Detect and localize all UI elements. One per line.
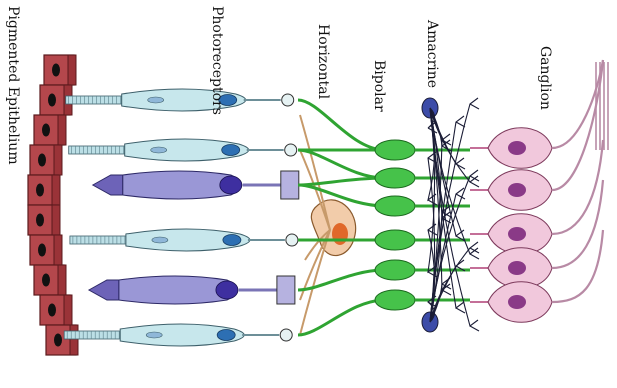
label-ganglion: Ganglion: [537, 46, 553, 110]
rod-outer-segment: [69, 146, 125, 154]
epithelium-nucleus: [54, 334, 62, 347]
ganglion-nucleus: [508, 141, 526, 155]
horizontal-nucleus: [332, 223, 348, 245]
ganglion-nucleus: [508, 261, 526, 275]
epithelium-nucleus: [48, 304, 56, 317]
rod-cell-icon: [70, 229, 298, 251]
cone-nucleus: [216, 281, 238, 299]
cone-nucleus: [220, 176, 242, 194]
cone-outer-segment: [89, 280, 119, 300]
rod-spherule: [285, 144, 297, 156]
rod-cell-icon: [64, 324, 292, 346]
epithelium-cell: [44, 55, 76, 85]
rod-outer-segment: [70, 236, 126, 244]
ganglion-nucleus: [508, 227, 526, 241]
epithelium-cell: [46, 325, 78, 355]
epithelium-nucleus: [36, 214, 44, 227]
epithelium-nucleus: [42, 124, 50, 137]
label-bipolar: Bipolar: [371, 60, 387, 112]
rod-outer-segment: [66, 96, 122, 104]
bipolar-dendrite: [298, 300, 385, 335]
rod-spherule: [280, 329, 292, 341]
ganglion-axon: [552, 230, 603, 302]
bipolar-soma: [375, 260, 415, 280]
cone-cell-icon: [93, 171, 299, 199]
rod-nucleus: [222, 145, 240, 156]
mitochondria: [148, 97, 164, 103]
cone-pedicle: [277, 276, 295, 304]
rod-spherule: [282, 94, 294, 106]
label-pigmented-epithelium: Pigmented Epithelium: [5, 6, 21, 165]
label-horizontal: Horizontal: [315, 24, 331, 99]
cone-pedicle: [281, 171, 299, 199]
label-photoreceptors: Photoreceptors: [209, 6, 225, 115]
ganglion-nucleus: [508, 295, 526, 309]
epithelium-cell: [30, 235, 62, 265]
rod-spherule: [286, 234, 298, 246]
cone-cell-icon: [89, 276, 295, 304]
amacrine-layer: [422, 98, 479, 332]
rod-cell-icon: [66, 89, 294, 111]
rod-outer-segment: [64, 331, 120, 339]
epithelium-cell: [40, 295, 72, 325]
bipolar-soma: [375, 230, 415, 250]
amacrine-cell-icon: [422, 98, 479, 332]
mitochondria: [152, 237, 168, 243]
bipolar-soma: [375, 196, 415, 216]
photoreceptor-layer: [64, 89, 299, 346]
rod-nucleus: [223, 235, 241, 246]
bipolar-soma: [375, 290, 415, 310]
epithelium-cell: [30, 145, 62, 175]
epithelium-cell: [28, 175, 60, 205]
epithelium-nucleus: [36, 184, 44, 197]
epithelium-nucleus: [48, 94, 56, 107]
mitochondria: [146, 332, 162, 338]
rod-nucleus: [217, 330, 235, 341]
mitochondria: [151, 147, 167, 153]
ganglion-axon: [552, 180, 603, 268]
horizontal-cell-icon: [300, 115, 356, 335]
bipolar-soma: [375, 140, 415, 160]
epithelium-cell: [34, 115, 66, 145]
epithelium-nucleus: [42, 274, 50, 287]
epithelium-cell: [28, 205, 60, 235]
epithelium-nucleus: [52, 64, 60, 77]
bipolar-soma: [375, 168, 415, 188]
epithelium-nucleus: [38, 154, 46, 167]
epithelium-cell: [34, 265, 66, 295]
epithelium-nucleus: [38, 244, 46, 257]
bipolar-cell-icon: [298, 290, 470, 335]
ganglion-nucleus: [508, 183, 526, 197]
cone-outer-segment: [93, 175, 123, 195]
rod-cell-icon: [69, 139, 297, 161]
label-amacrine: Amacrine: [424, 20, 440, 88]
